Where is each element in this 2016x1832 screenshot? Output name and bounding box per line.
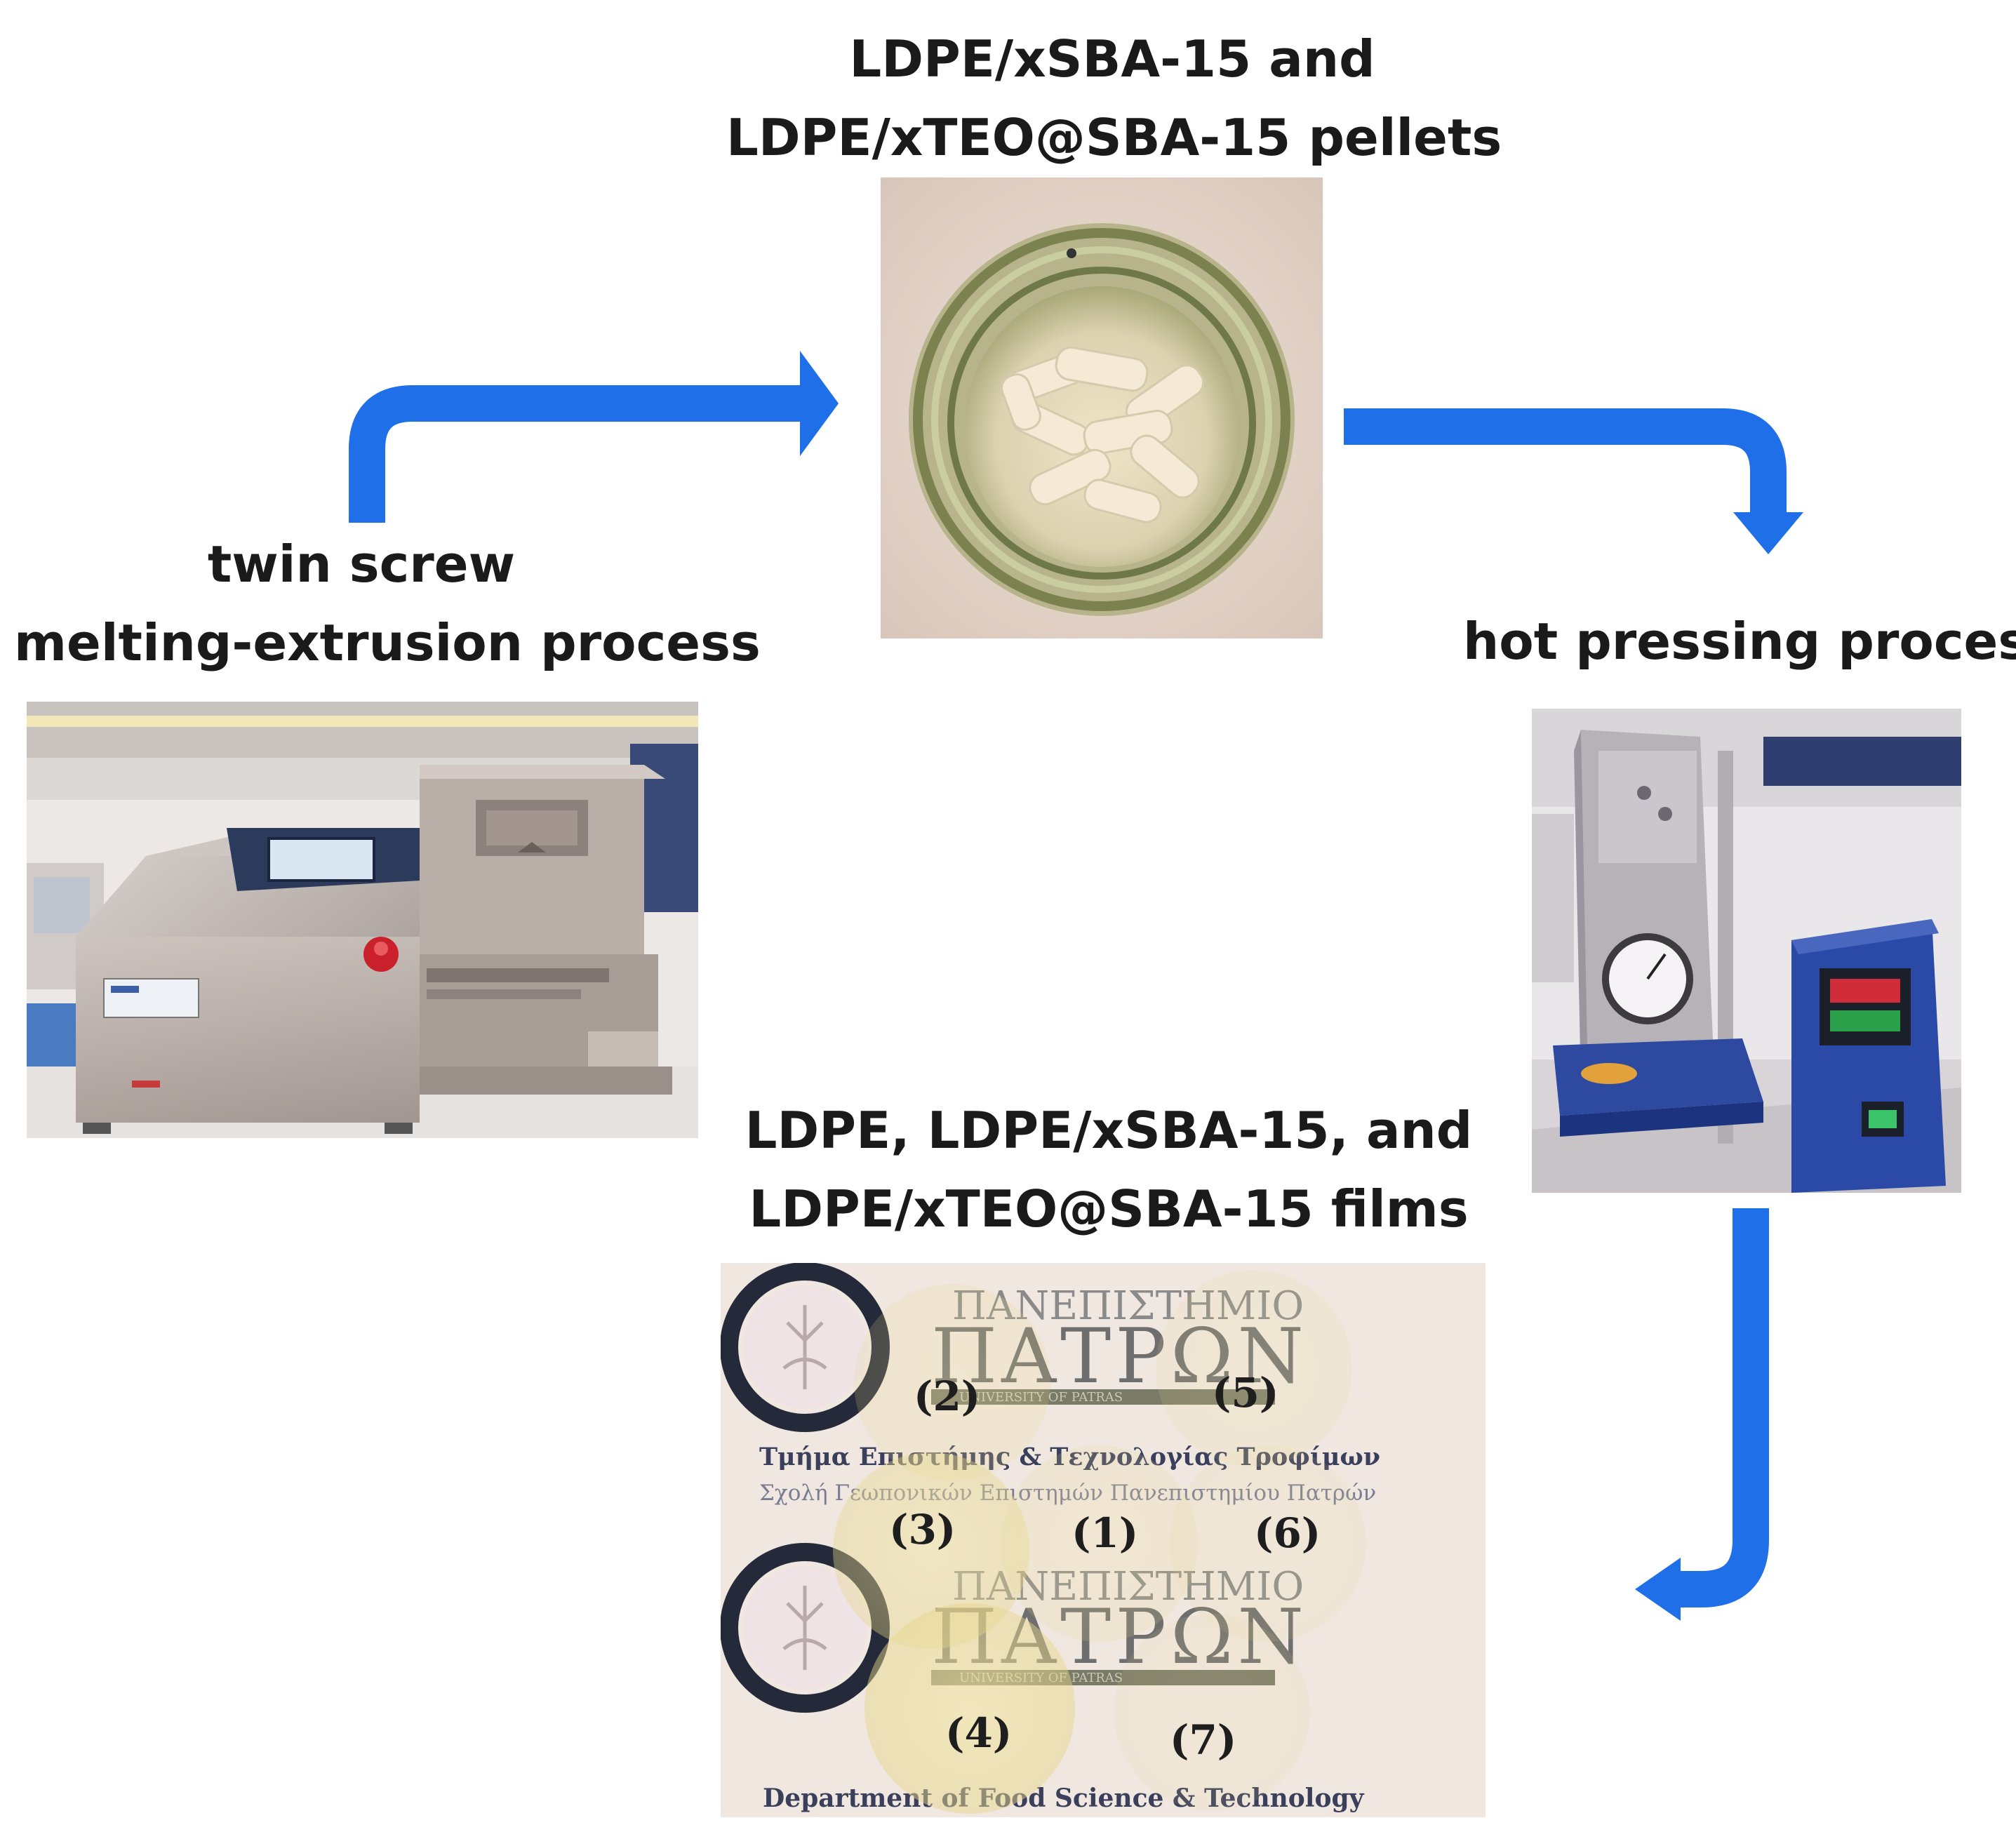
sample-number-7: (7) bbox=[1170, 1716, 1236, 1764]
film-sample-7 bbox=[1114, 1614, 1310, 1810]
hot-press-illustration bbox=[1532, 709, 1961, 1193]
arrow-pressing-to-films bbox=[1635, 1208, 1769, 1621]
pellets-jar-illustration bbox=[881, 178, 1323, 638]
film-samples bbox=[833, 1270, 1366, 1814]
extruder-photo bbox=[27, 702, 698, 1138]
sample-number-3: (3) bbox=[889, 1506, 956, 1553]
film-sample-5 bbox=[1156, 1270, 1352, 1466]
films-label-line1: LDPE, LDPE/xSBA-15, and bbox=[745, 1101, 1473, 1160]
film-sample-3 bbox=[833, 1452, 1029, 1649]
hot-press-photo bbox=[1532, 709, 1961, 1193]
pellets-label: LDPE/xSBA-15 and LDPE/xTEO@SBA-15 pellet… bbox=[726, 20, 1502, 177]
arrow-pellets-to-pressing bbox=[1344, 408, 1803, 554]
pellets-label-line2: LDPE/xTEO@SBA-15 pellets bbox=[726, 108, 1502, 167]
pellets-illustration bbox=[1000, 346, 1204, 523]
pellets-photo bbox=[881, 178, 1323, 638]
dept-english: Department of Food Science & Technology bbox=[763, 1784, 1365, 1813]
sample-number-4: (4) bbox=[945, 1709, 1012, 1757]
film-sample-6 bbox=[1170, 1445, 1366, 1642]
sample-number-5: (5) bbox=[1212, 1369, 1279, 1417]
extrusion-label-line1: twin screw bbox=[207, 535, 516, 594]
extrusion-label: twin screw melting-extrusion process bbox=[14, 525, 761, 682]
film-sample-2 bbox=[854, 1284, 1050, 1480]
arrow-extrusion-to-pellets bbox=[349, 351, 839, 523]
films-label: LDPE, LDPE/xSBA-15, and LDPE/xTEO@SBA-15… bbox=[737, 1091, 1481, 1248]
film-sample-4 bbox=[865, 1603, 1075, 1814]
pellets-label-line1: LDPE/xSBA-15 and bbox=[849, 29, 1375, 88]
extrusion-label-line2: melting-extrusion process bbox=[14, 613, 761, 672]
pressing-label: hot pressing process bbox=[1463, 612, 2016, 671]
extruder-illustration bbox=[27, 702, 698, 1138]
sample-number-2: (2) bbox=[914, 1372, 980, 1420]
films-label-line2: LDPE/xTEO@SBA-15 films bbox=[749, 1179, 1469, 1238]
film-sample-1 bbox=[1001, 1445, 1198, 1642]
films-photo: ΠΑΝΕΠΙΣΤΗΜΙΟ ΠΑΤΡΩΝ UNIVERSITY OF PATRAS… bbox=[721, 1263, 1486, 1817]
films-illustration: ΠΑΝΕΠΙΣΤΗΜΙΟ ΠΑΤΡΩΝ UNIVERSITY OF PATRAS… bbox=[721, 1263, 1486, 1817]
sample-number-1: (1) bbox=[1072, 1509, 1138, 1557]
sample-number-6: (6) bbox=[1254, 1509, 1321, 1557]
